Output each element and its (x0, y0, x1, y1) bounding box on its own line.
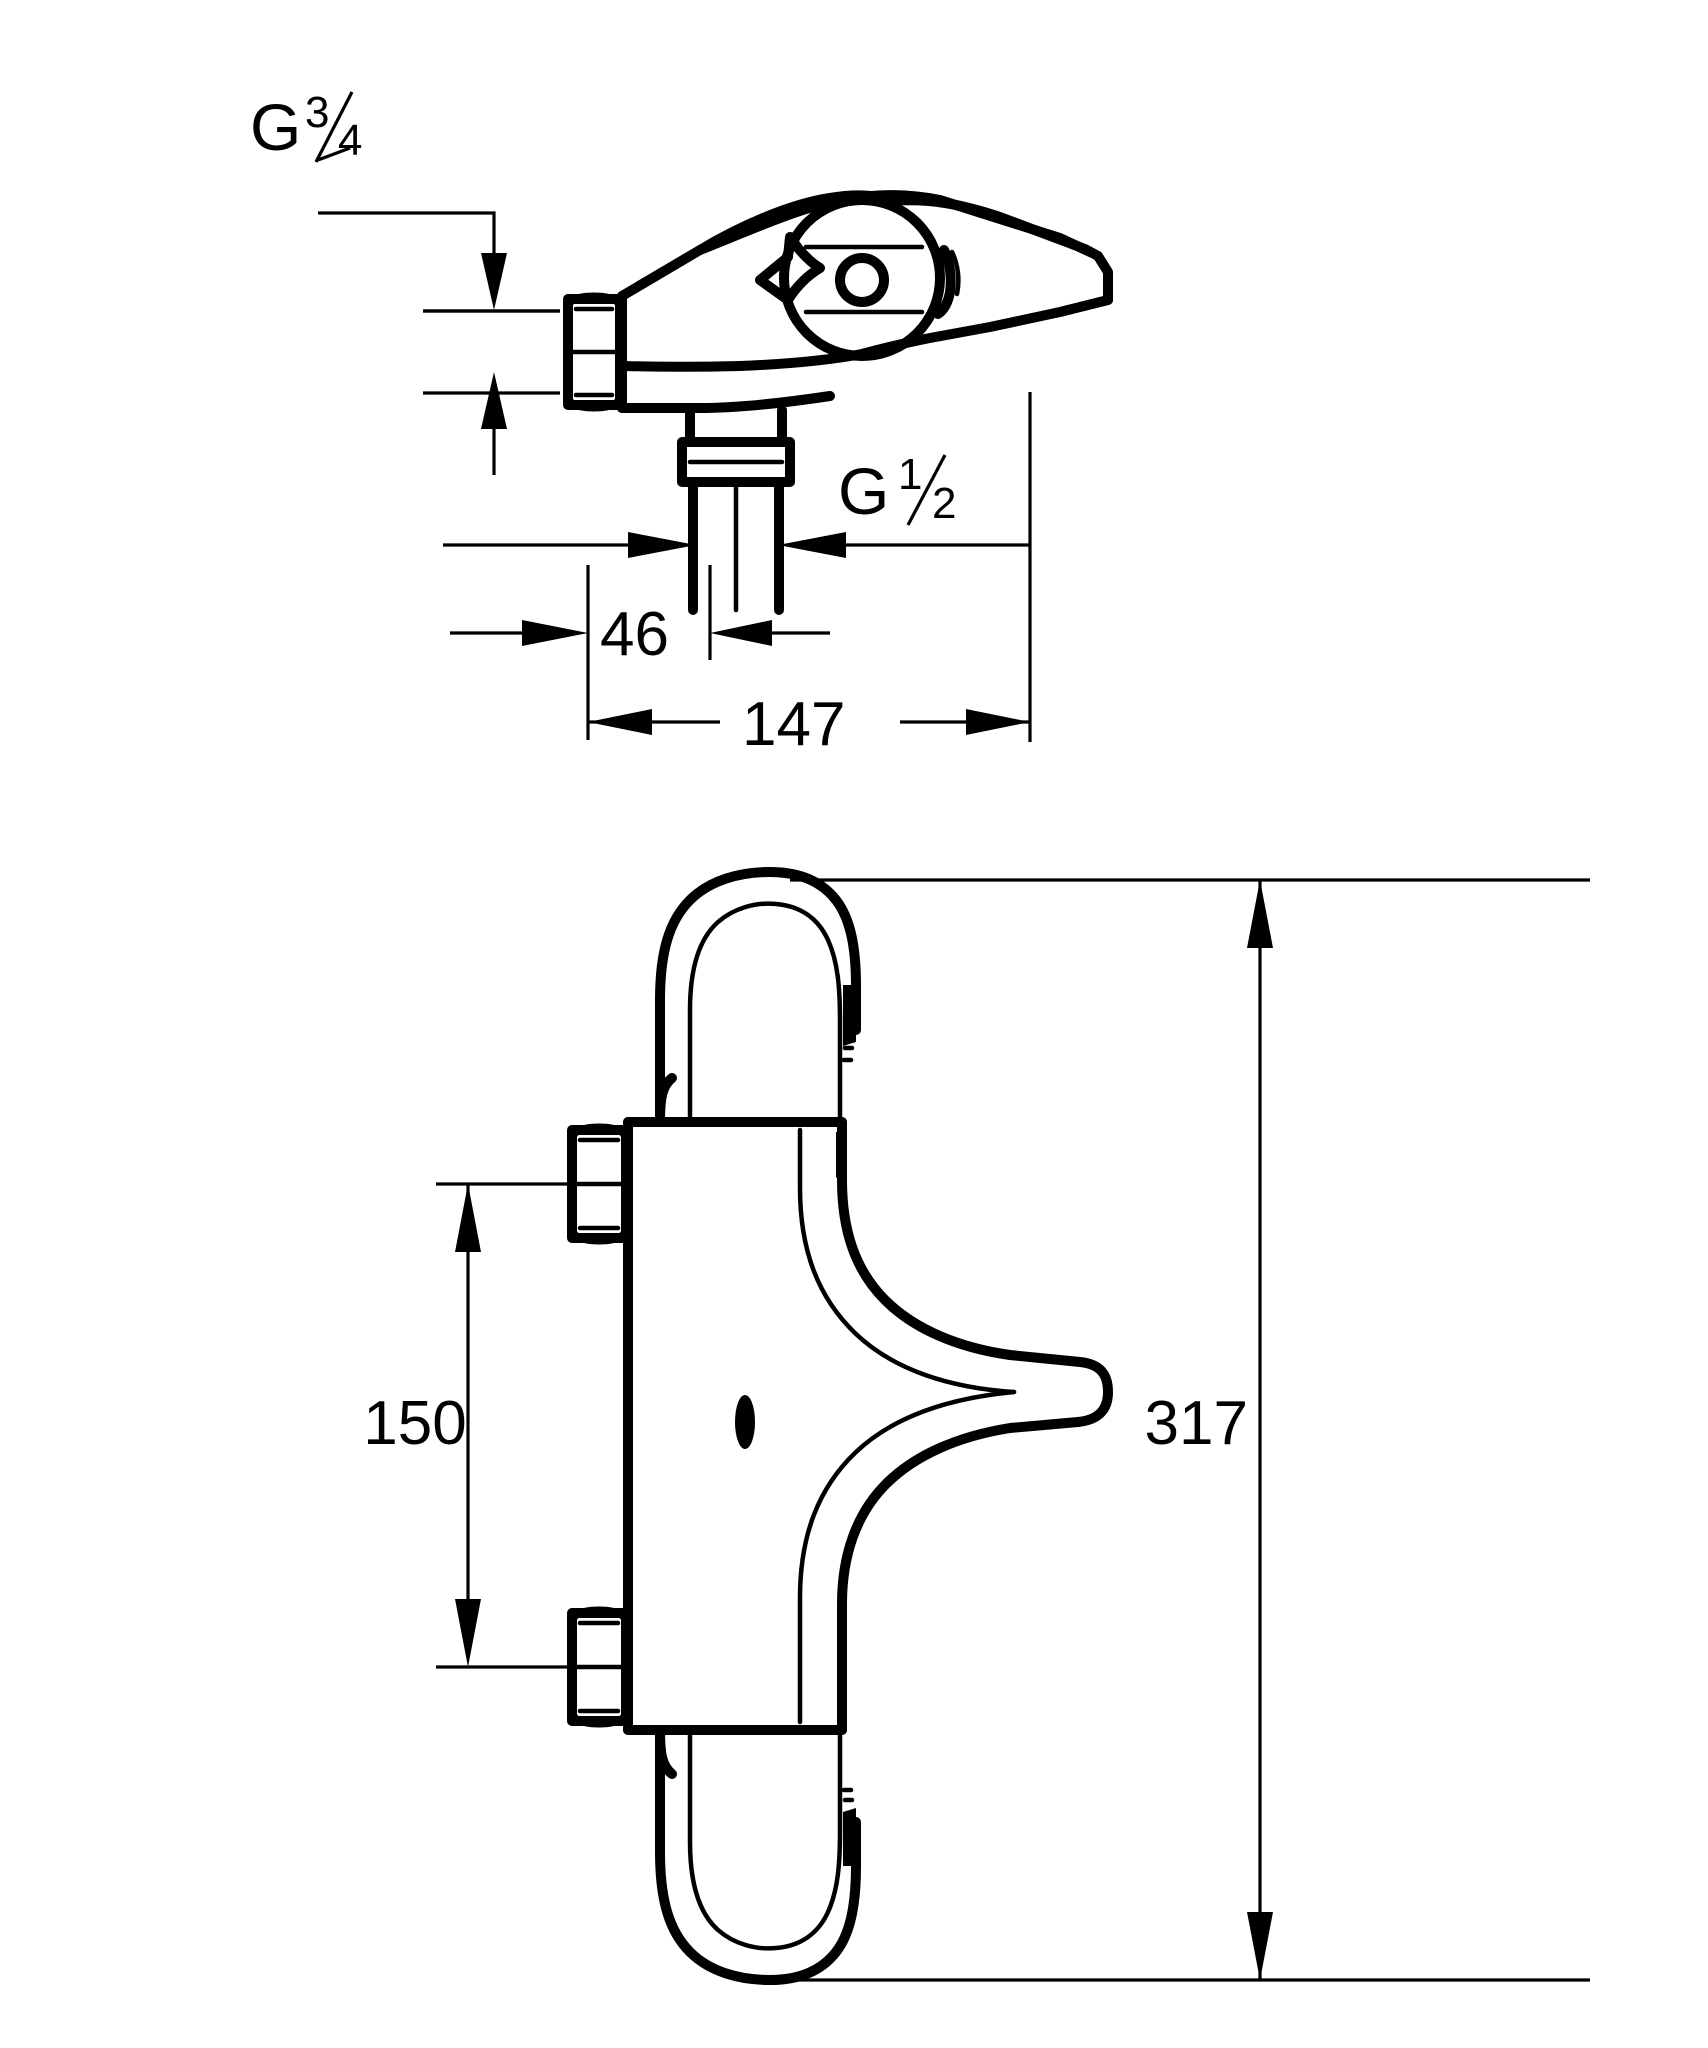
top-view-outlet-spigot (677, 405, 795, 615)
dim-46-value: 46 (600, 600, 669, 669)
dim-317-group: 317 (1145, 880, 1273, 1980)
dim-150-group: 150 (363, 1182, 572, 1669)
g12-dimension (443, 532, 1030, 558)
g12-denominator: 2 (932, 479, 956, 528)
front-view-bottom-handle (655, 1725, 1590, 1985)
g34-numerator: 3 (305, 88, 329, 137)
g12-numerator: 1 (898, 450, 922, 499)
front-view-upper-nut (567, 1123, 631, 1245)
dim-150-value: 150 (363, 1389, 466, 1458)
g34-denominator: 4 (338, 116, 362, 165)
top-view-inlet-nut (563, 292, 625, 412)
dim-147-value: 147 (742, 690, 845, 759)
dim-147-group: 147 (588, 392, 1032, 759)
top-view-extension-lines (423, 309, 560, 475)
dim-46-group: 46 (450, 565, 830, 740)
front-view-lower-nut (567, 1606, 631, 1728)
top-view-handle-boss (755, 195, 945, 361)
g12-symbol: G (838, 454, 889, 528)
front-view-top-handle (655, 867, 1590, 1127)
g34-leader (318, 211, 560, 313)
top-view-grip-detail (933, 245, 961, 319)
top-view-body-outline (617, 190, 1113, 413)
front-view-body (623, 1117, 1113, 1735)
dim-317-value: 317 (1145, 1389, 1248, 1458)
g34-symbol: G (250, 90, 301, 164)
top-view-group: G 3 4 (250, 88, 1113, 759)
front-view-group: 150 317 (363, 867, 1590, 1985)
